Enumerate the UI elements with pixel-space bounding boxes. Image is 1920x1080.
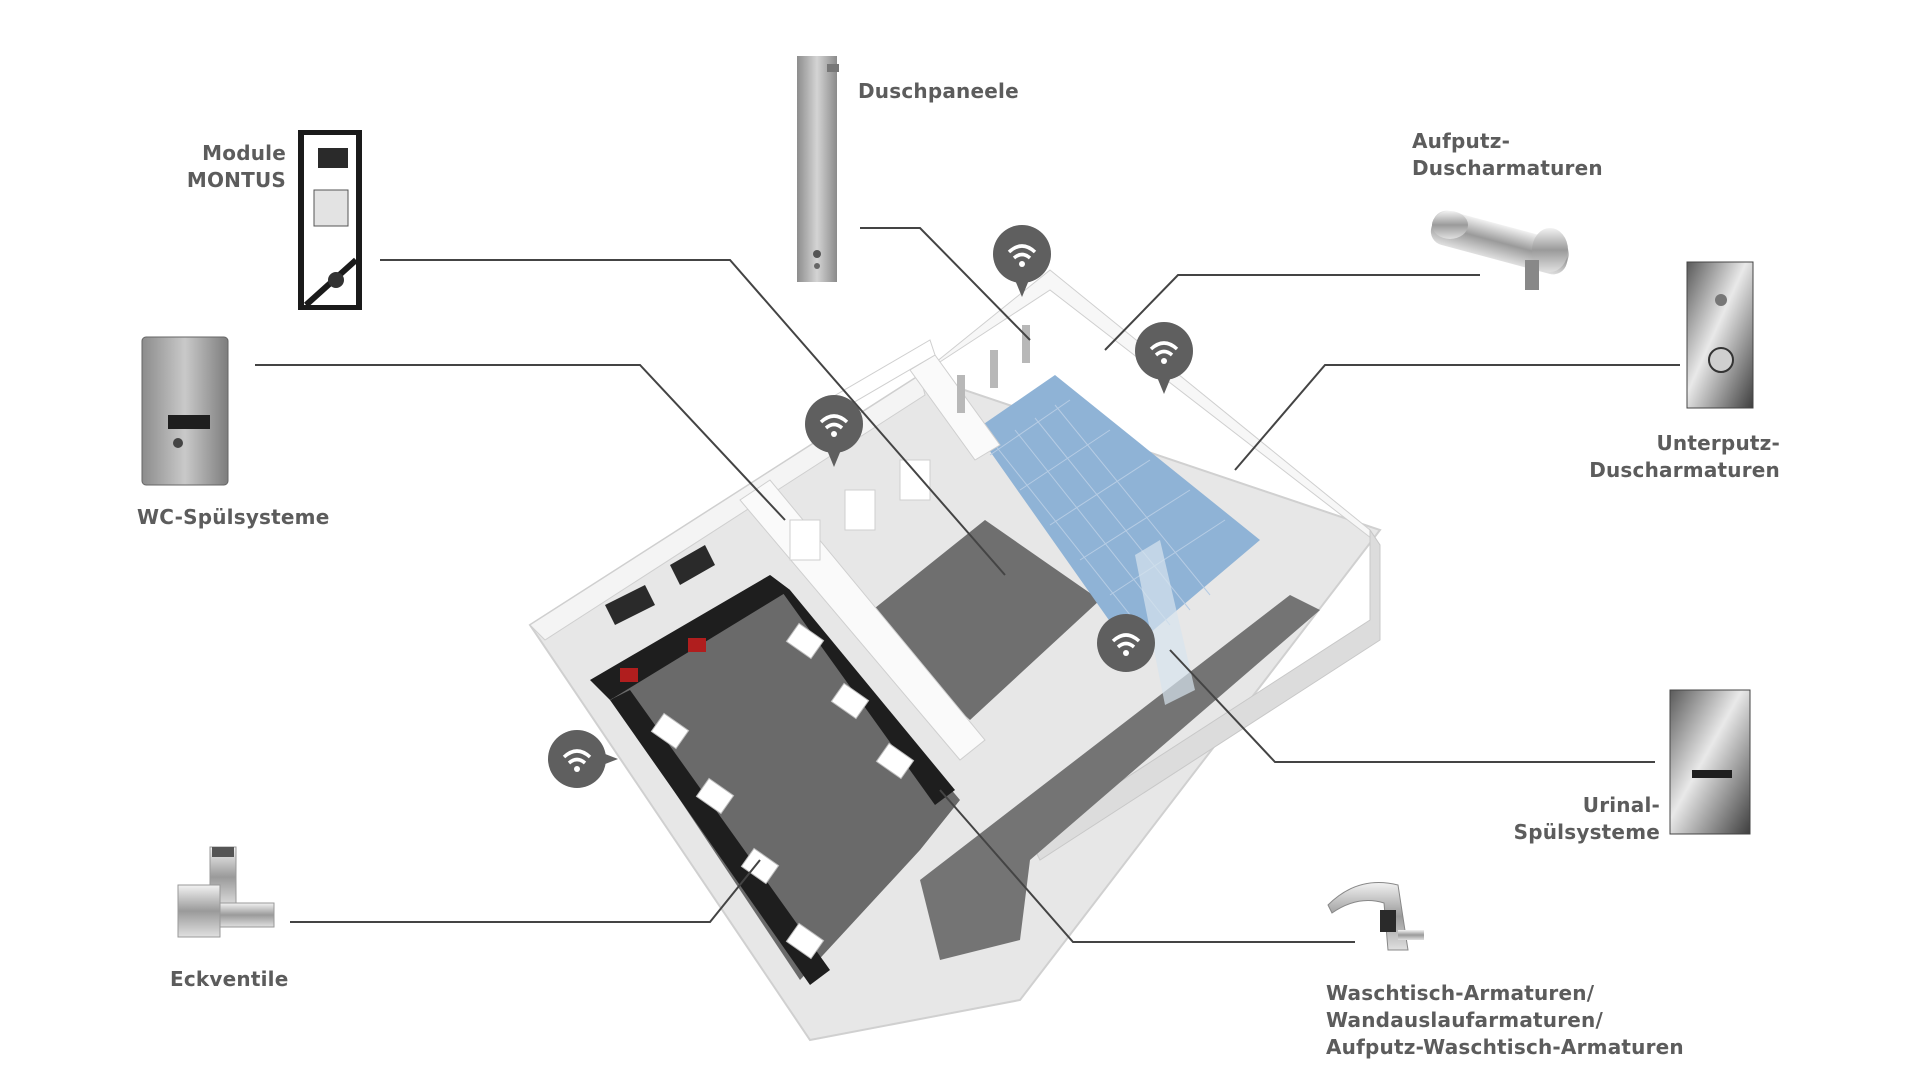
label-line: Module (202, 141, 286, 165)
basin-tap-image[interactable] (1318, 855, 1436, 955)
basins (650, 622, 915, 960)
shower-panel-image[interactable] (793, 54, 841, 284)
wifi-marker-urinals[interactable] (1097, 614, 1155, 672)
wifi-icon (1149, 341, 1179, 394)
label-line: Unterputz- (1656, 431, 1780, 455)
label-line: Waschtisch-Armaturen/ (1326, 981, 1595, 1005)
wifi-marker-aufputz[interactable] (1135, 322, 1193, 394)
red-chairs (620, 638, 706, 682)
toilet-cubicles (789, 459, 931, 561)
label-line: Spülsysteme (1513, 820, 1660, 844)
wifi-marker-shower[interactable] (993, 225, 1051, 297)
label-line: WC-Spülsysteme (137, 505, 330, 529)
wifi-icon (1007, 244, 1037, 297)
label-unterputz-duscharmaturen: Unterputz- Duscharmaturen (1560, 430, 1780, 484)
label-line: MONTUS (186, 168, 286, 192)
corner-valve-image[interactable] (168, 845, 276, 945)
mirrors (605, 545, 715, 625)
label-line: Urinal- (1582, 793, 1660, 817)
label-duschpaneele: Duschpaneele (858, 78, 1019, 105)
wifi-marker-toilets[interactable] (805, 395, 863, 467)
label-line: Duscharmaturen (1589, 458, 1780, 482)
wc-flush-plate-image[interactable] (140, 335, 232, 487)
wifi-icon (562, 749, 618, 772)
label-urinal-spuelsysteme: Urinal- Spülsysteme (1480, 792, 1660, 846)
label-line: Aufputz-Waschtisch-Armaturen (1326, 1035, 1684, 1059)
label-aufputz-duscharmaturen: Aufputz- Duscharmaturen (1412, 128, 1603, 182)
label-line: Aufputz- (1412, 129, 1511, 153)
montus-module-image[interactable] (296, 130, 366, 310)
wifi-icon (1111, 633, 1141, 656)
unterputz-shower-control-image[interactable] (1685, 260, 1757, 410)
label-line: Eckventile (170, 967, 289, 991)
label-waschtisch-armaturen: Waschtisch-Armaturen/ Wandauslaufarmatur… (1326, 980, 1684, 1061)
label-eckventile: Eckventile (170, 966, 289, 993)
label-line: Duscharmaturen (1412, 156, 1603, 180)
label-wc-spuelsysteme: WC-Spülsysteme (137, 504, 330, 531)
label-line: Duschpaneele (858, 79, 1019, 103)
label-module-montus: Module MONTUS (160, 140, 286, 194)
shower-panels-in-plan (957, 325, 1030, 413)
wifi-icon (819, 414, 849, 467)
urinal-plate-image[interactable] (1668, 688, 1754, 836)
label-line: Wandauslaufarmaturen/ (1326, 1008, 1603, 1032)
aufputz-shower-mixer-image[interactable] (1415, 200, 1585, 295)
wifi-marker-washbasins[interactable] (548, 730, 618, 788)
